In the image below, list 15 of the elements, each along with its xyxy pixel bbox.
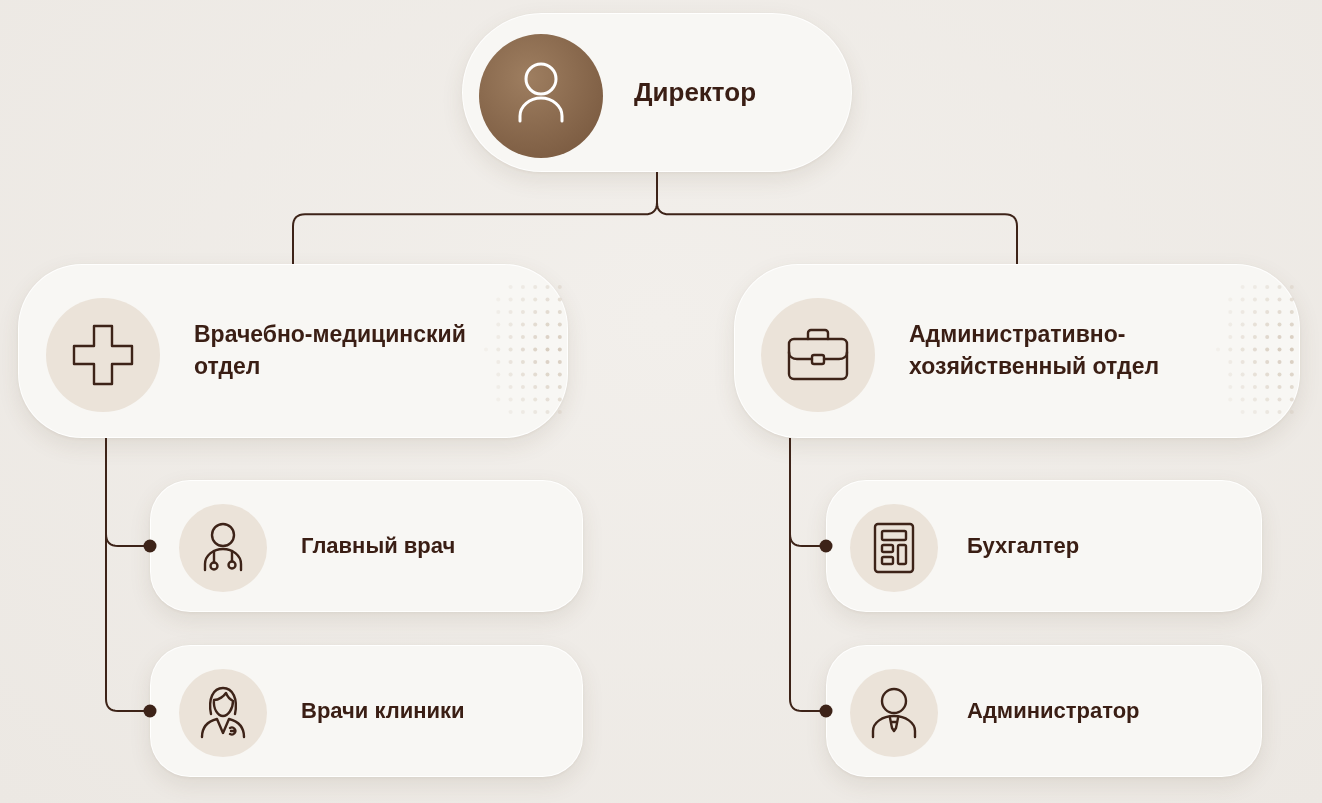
role-title: Врачи клиники (301, 696, 465, 725)
role-card (150, 480, 583, 612)
role-title: Бухгалтер (967, 531, 1080, 560)
role-title: Администратор (967, 696, 1140, 725)
role-card (150, 645, 583, 777)
department-card (18, 264, 568, 438)
department-title: Врачебно-медицинский отдел (194, 320, 467, 381)
role-title: Директор (634, 75, 756, 109)
role-title: Главный врач (301, 531, 456, 560)
dot-connector (105, 437, 157, 718)
role-card (826, 480, 1262, 612)
department-title: Административно-хозяйственный отдел (909, 320, 1161, 381)
role-card (826, 645, 1262, 777)
department-card (734, 264, 1300, 438)
dot-connector (789, 437, 833, 718)
